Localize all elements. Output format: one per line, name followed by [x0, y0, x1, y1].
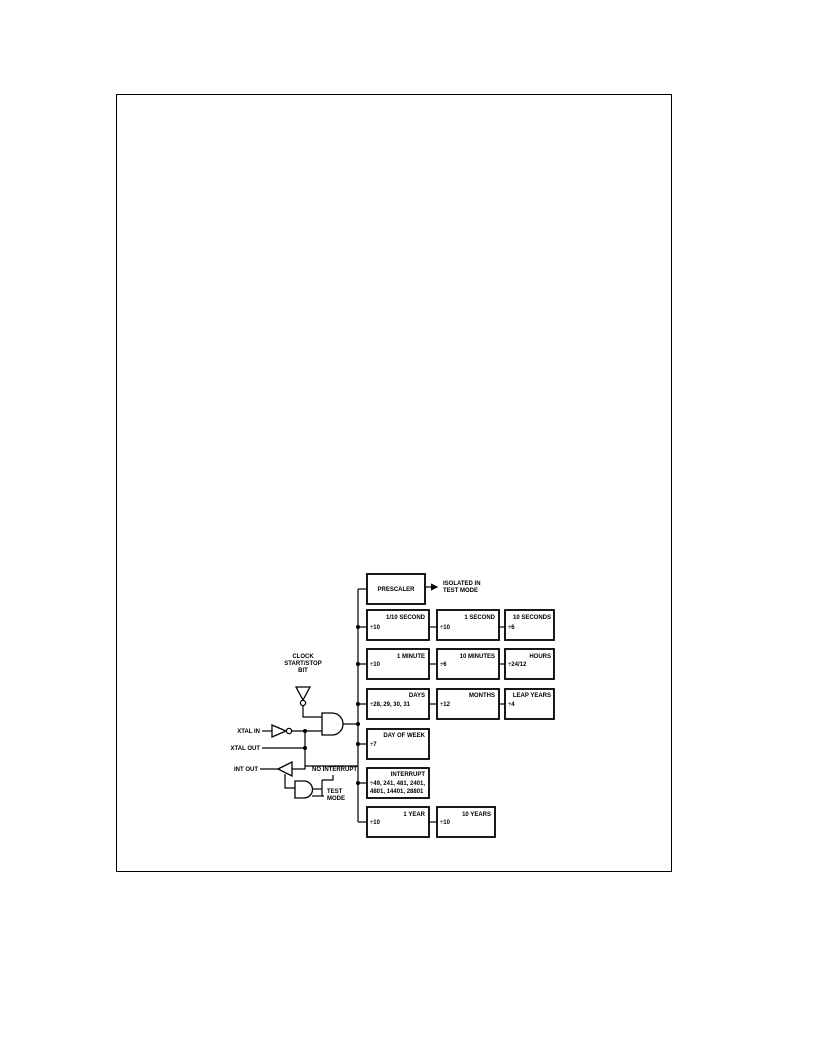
row-days-months-years: DAYS ÷28, 29, 30, 31 MONTHS ÷12 LEAP YEA…: [366, 688, 555, 720]
counter-divisor: ÷49, 241, 481, 2401,: [370, 781, 425, 787]
counter-divisor: ÷7: [370, 742, 377, 748]
start-stop-buffer: [294, 686, 312, 702]
prescaler-out-1: ISOLATED IN: [443, 581, 481, 587]
wire-start-stop: [302, 706, 322, 718]
clock-bus: [356, 588, 367, 823]
counter-divisor: ÷4: [508, 702, 515, 708]
row-interrupt: INTERRUPT ÷49, 241, 481, 2401, 4801, 144…: [366, 767, 430, 799]
xtal-inverter: [271, 724, 288, 738]
test-mode-label-2: MODE: [327, 796, 345, 802]
test-mode-label-1: TEST: [327, 789, 343, 795]
clock-label-3: BIT: [298, 668, 308, 674]
main-and-gate: [321, 712, 358, 736]
wire-xtal-out: [262, 731, 306, 766]
counter-box: [436, 806, 496, 838]
int-out-buffer: [276, 760, 293, 778]
no-interrupt-label: NO INTERRUPT: [312, 767, 357, 773]
and-gate-clock: [321, 712, 344, 736]
row-minutes-hours: 1 MINUTE ÷10 10 MINUTES ÷6 HOURS ÷24/12: [366, 648, 555, 680]
interrupt-output-group: INT OUT NO INTERRUPT TEST MODE: [234, 760, 358, 802]
start-stop-inverter-bubble: [299, 699, 307, 707]
counter-divisor: ÷6: [508, 625, 515, 631]
counter-title: DAYS: [409, 693, 425, 699]
counter-title: 1 SECOND: [464, 615, 495, 621]
counter-box: [366, 767, 430, 799]
counter-divisor: ÷12: [440, 702, 451, 708]
counter-title: HOURS: [529, 654, 551, 660]
counter-title: DAY OF WEEK: [383, 733, 425, 739]
counter-title: 10 SECONDS: [513, 615, 551, 621]
row-day-of-week: DAY OF WEEK ÷7: [366, 728, 430, 760]
counter-title: 10 YEARS: [462, 812, 491, 818]
counter-divisor: ÷24/12: [508, 662, 527, 668]
wire-test-gate-out: [284, 774, 295, 789]
prescaler-label: PRESCALER: [377, 587, 415, 593]
counter-divisor: ÷28, 29, 30, 31: [370, 702, 411, 708]
counter-divisor: ÷6: [440, 662, 447, 668]
wire-int-bus: [292, 765, 358, 770]
counter-box: [366, 688, 430, 720]
page-frame: [116, 94, 672, 872]
row-seconds: 1/10 SECOND ÷10 1 SECOND ÷10 10 SECONDS …: [366, 609, 555, 641]
counter-box: [366, 728, 430, 760]
counter-box: [504, 609, 555, 641]
counter-divisor: ÷10: [370, 820, 381, 826]
counter-title: 1 MINUTE: [397, 654, 425, 660]
xtal-in-label: XTAL IN: [237, 729, 260, 735]
counter-title: 10 MINUTES: [460, 654, 495, 660]
xtal-group: XTAL IN XTAL OUT: [231, 724, 322, 766]
counter-box: [504, 648, 555, 680]
counter-divisor-2: 4801, 14401, 28801: [370, 789, 424, 795]
int-out-label: INT OUT: [234, 767, 258, 773]
prescaler-box: [366, 573, 426, 605]
clock-start-stop-group: CLOCK START/STOP BIT: [284, 654, 322, 718]
counter-title: MONTHS: [469, 693, 495, 699]
counter-box: [366, 609, 430, 641]
prescaler-out-2: TEST MODE: [443, 588, 478, 594]
counter-box: [436, 609, 500, 641]
xtal-inverter-bubble: [285, 727, 293, 735]
counter-title: 1/10 SECOND: [386, 615, 426, 621]
prescaler-block: PRESCALER ISOLATED IN TEST MODE: [366, 573, 481, 605]
counter-title: LEAP YEARS: [513, 693, 551, 699]
counter-divisor: ÷10: [440, 625, 451, 631]
counter-box: [436, 688, 500, 720]
test-and-gate: [294, 780, 314, 799]
counter-divisor: ÷10: [370, 625, 381, 631]
counter-box: [504, 688, 555, 720]
clock-label-2: START/STOP: [284, 661, 321, 667]
clock-label-1: CLOCK: [292, 654, 314, 660]
xtal-out-label: XTAL OUT: [231, 746, 261, 752]
counter-divisor: ÷10: [440, 820, 451, 826]
row-years: 1 YEAR ÷10 10 YEARS ÷10: [366, 806, 496, 838]
counter-title: 1 YEAR: [403, 812, 425, 818]
counter-title: INTERRUPT: [391, 772, 426, 778]
counter-box: [436, 648, 500, 680]
counter-divisor: ÷10: [370, 662, 381, 668]
counter-box: [366, 806, 430, 838]
